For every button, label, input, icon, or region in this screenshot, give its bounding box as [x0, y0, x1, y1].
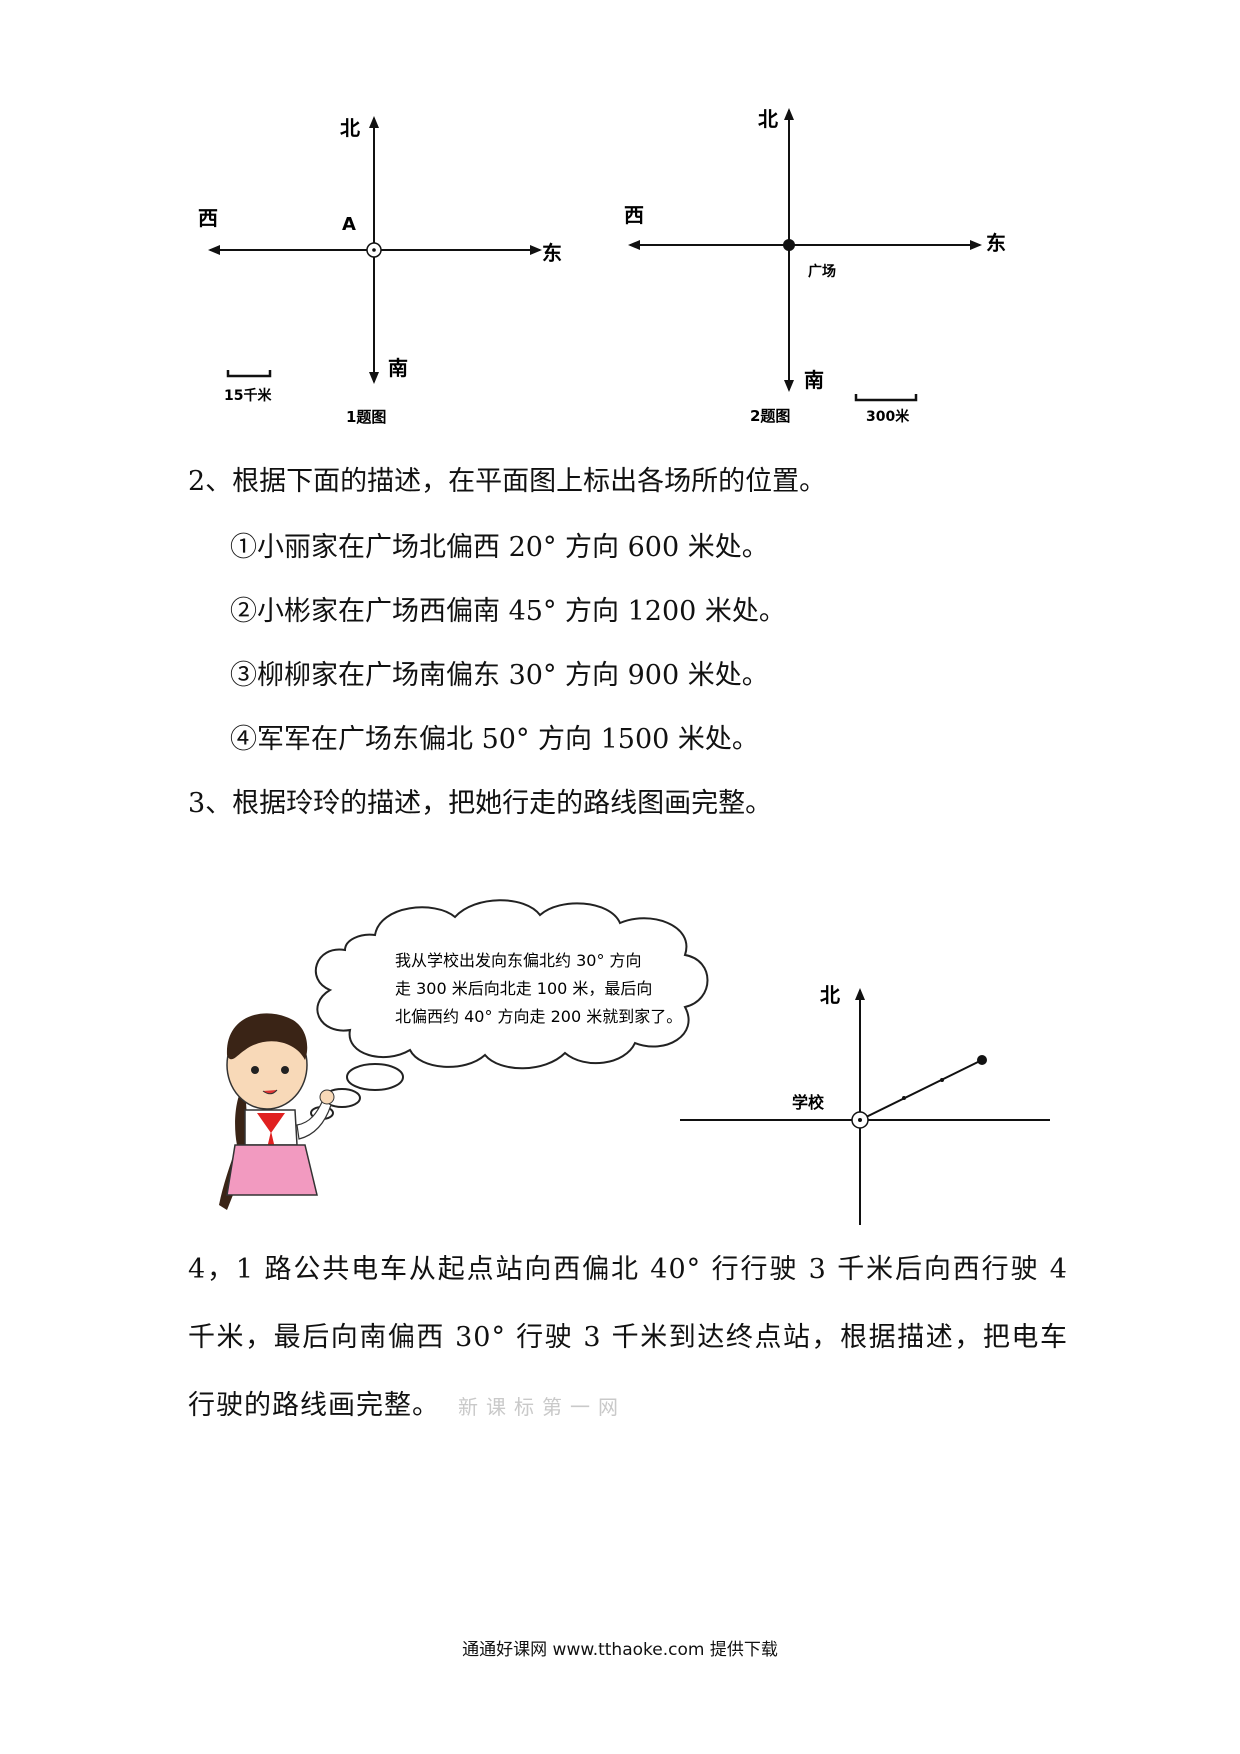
girl-thought-illustration: 我从学校出发向东偏北约 30° 方向 走 300 米后向北走 100 米，最后向…	[219, 899, 709, 1210]
q4-text: 4，1 路公共电车从起点站向西偏北 40° 行行驶 3 千米后向西行驶 4 千米…	[188, 1236, 1068, 1441]
scale-label: 300米	[866, 408, 910, 425]
q2-item-2: ②小彬家在广场西偏南 45° 方向 1200 米处。	[230, 596, 786, 627]
watermark: 新课标第一网	[458, 1395, 626, 1419]
route-diagram: 北 学校	[680, 983, 1050, 1225]
east-label: 东	[986, 231, 1006, 255]
route-end-point	[977, 1055, 987, 1065]
west-label: 西	[198, 206, 218, 230]
direction-diagram-2: 北 南 东 西 广场 2题图 300米	[624, 107, 1006, 425]
girl-figure	[219, 1013, 335, 1210]
caption: 1题图	[346, 408, 386, 426]
plaza-marker	[783, 239, 795, 251]
bubble-line-1: 我从学校出发向东偏北约 30° 方向	[395, 951, 642, 970]
route-segment-1	[859, 1059, 983, 1121]
north-label: 北	[758, 107, 778, 131]
north-label: 北	[820, 983, 840, 1007]
q2-title: 2、根据下面的描述，在平面图上标出各场所的位置。	[188, 466, 827, 497]
school-label: 学校	[792, 1093, 825, 1112]
point-label: A	[342, 214, 356, 235]
east-label: 东	[542, 241, 562, 265]
scale-bar	[226, 370, 272, 378]
direction-diagram-1: 北 南 东 西 A 15千米 1题图	[198, 116, 562, 426]
scale-bar	[854, 394, 918, 402]
q2-item-1: ①小丽家在广场北偏西 20° 方向 600 米处。	[230, 532, 769, 563]
bubble-line-2: 走 300 米后向北走 100 米，最后向	[395, 979, 652, 998]
bubble-line-3: 北偏西约 40° 方向走 200 米就到家了。	[395, 1007, 682, 1026]
q3-title: 3、根据玲玲的描述，把她行走的路线图画完整。	[188, 788, 773, 819]
north-label: 北	[340, 116, 360, 140]
plaza-label: 广场	[808, 263, 836, 280]
scale-label: 15千米	[224, 387, 272, 404]
thought-bubble	[314, 899, 709, 1070]
south-label: 南	[804, 368, 824, 392]
q2-item-3: ③柳柳家在广场南偏东 30° 方向 900 米处。	[230, 660, 769, 691]
caption: 2题图	[750, 407, 790, 425]
q2-item-4: ④军军在广场东偏北 50° 方向 1500 米处。	[230, 724, 759, 755]
south-label: 南	[388, 356, 408, 380]
page-footer: 通通好课网 www.tthaoke.com 提供下载	[462, 1640, 778, 1660]
q4-body: 4，1 路公共电车从起点站向西偏北 40° 行行驶 3 千米后向西行驶 4 千米…	[188, 1254, 1068, 1421]
west-label: 西	[624, 203, 644, 227]
